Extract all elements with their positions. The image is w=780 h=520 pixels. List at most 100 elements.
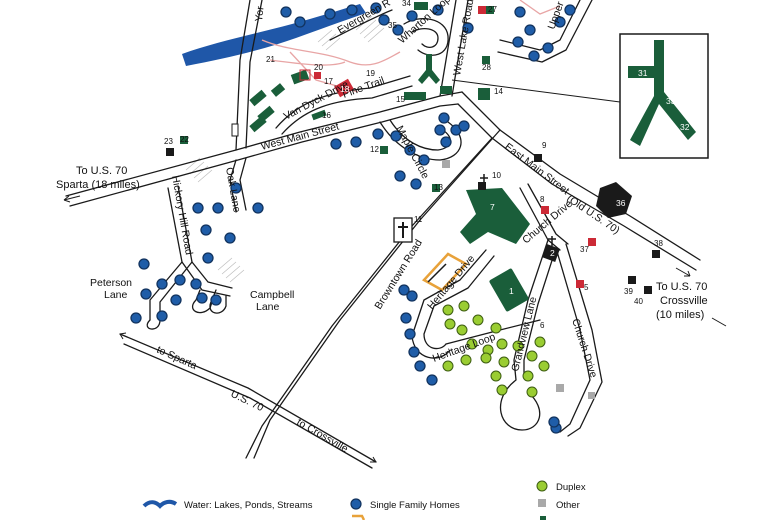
single-family-home <box>414 360 426 372</box>
dest-east-1: To U.S. 70 <box>656 281 707 293</box>
single-family-home <box>406 290 418 302</box>
num-5: 5 <box>584 283 589 292</box>
single-family-home <box>404 144 416 156</box>
num-7: 7 <box>490 202 495 212</box>
legend-other: Other <box>538 499 580 511</box>
duplex-home <box>526 350 538 362</box>
num-17: 17 <box>324 77 333 86</box>
num-29: 29 <box>664 42 674 52</box>
duplex-home <box>444 318 456 330</box>
green-buildings <box>180 2 530 312</box>
num-38: 38 <box>654 239 663 248</box>
duplex-home <box>490 370 502 382</box>
dest-east-2: Crossville <box>660 295 708 307</box>
single-family-home <box>230 182 242 194</box>
single-family-home <box>156 310 168 322</box>
num-33: 33 <box>666 96 676 106</box>
single-family-home <box>294 16 306 28</box>
duplex-home <box>512 340 524 352</box>
sign-icon <box>231 123 239 137</box>
single-family-home <box>140 288 152 300</box>
duplex-home <box>472 314 484 326</box>
assisted-icon-partial <box>352 514 366 520</box>
single-family-home <box>410 178 422 190</box>
inset-panel <box>451 33 709 159</box>
num-28: 28 <box>482 63 491 72</box>
num-19: 19 <box>366 69 375 78</box>
single-family-home <box>156 278 168 290</box>
single-family-home <box>406 10 418 22</box>
single-family-home <box>200 224 212 236</box>
single-family-home <box>528 50 540 62</box>
single-family-home <box>514 6 526 18</box>
duplex-home <box>490 322 502 334</box>
duplex-home <box>480 352 492 364</box>
walking-paths <box>261 0 561 93</box>
num-35: 35 <box>388 21 397 30</box>
green-icon-partial <box>540 516 546 520</box>
single-family-home <box>394 170 406 182</box>
num-2: 2 <box>550 248 555 258</box>
duplex-home <box>456 324 468 336</box>
label-peterson-2: Lane <box>104 289 128 301</box>
num-6: 6 <box>540 321 545 330</box>
label-campbell-2: Lane <box>256 301 280 313</box>
road-network <box>65 0 701 469</box>
single-family-home <box>252 202 264 214</box>
assisted-living-building <box>422 252 468 292</box>
duplex-home <box>522 370 534 382</box>
num-11: 11 <box>414 215 423 224</box>
single-family-homes <box>130 2 576 434</box>
single-family-home <box>400 312 412 324</box>
single-family-home <box>542 42 554 54</box>
num-9: 9 <box>542 141 547 150</box>
duplex-homes <box>442 300 550 398</box>
single-family-home <box>324 8 336 20</box>
legend-water: Water: Lakes, Ponds, Streams <box>142 499 313 511</box>
single-family-home <box>462 22 474 34</box>
other-buildings <box>442 160 595 399</box>
duplex-home <box>442 304 454 316</box>
label-york-partial: Yor <box>253 5 267 22</box>
red-buildings <box>299 6 596 288</box>
cross-icon <box>480 174 556 246</box>
num-34: 34 <box>402 0 411 8</box>
num-31: 31 <box>638 68 648 78</box>
dest-west-1: To U.S. 70 <box>76 165 127 177</box>
road-labels: West Main Street East Main Street (Old U… <box>90 0 622 455</box>
label-browntown: Browntown Road <box>372 237 425 311</box>
single-family-home <box>548 416 560 428</box>
num-39: 39 <box>624 287 633 296</box>
duplex-home <box>538 360 550 372</box>
dest-east-3: (10 miles) <box>656 309 704 321</box>
single-family-home <box>390 130 402 142</box>
legend-single-family-label: Single Family Homes <box>370 500 460 511</box>
num-36: 36 <box>616 198 626 208</box>
duplex-home <box>458 300 470 312</box>
single-family-home <box>192 202 204 214</box>
church-icon <box>393 217 413 243</box>
num-8: 8 <box>540 195 545 204</box>
single-family-home <box>378 14 390 26</box>
single-family-home <box>210 294 222 306</box>
legend-duplex-label: Duplex <box>556 482 586 493</box>
duplex-home <box>496 338 508 350</box>
single-family-home <box>440 136 452 148</box>
black-buildings <box>166 148 660 294</box>
single-family-home <box>404 328 416 340</box>
num-14: 14 <box>494 87 503 96</box>
num-18: 18 <box>340 84 350 94</box>
single-family-home <box>190 278 202 290</box>
single-family-home <box>372 128 384 140</box>
label-west-main: West Main Street <box>260 120 341 152</box>
single-family-home <box>438 112 450 124</box>
single-family-home <box>426 374 438 386</box>
legend-other-label: Other <box>556 500 580 511</box>
num-20: 20 <box>314 63 323 72</box>
duplex-home <box>534 336 546 348</box>
single-family-home <box>398 284 410 296</box>
single-family-home <box>434 124 446 136</box>
single-family-home <box>418 154 430 166</box>
single-family-home <box>196 292 208 304</box>
